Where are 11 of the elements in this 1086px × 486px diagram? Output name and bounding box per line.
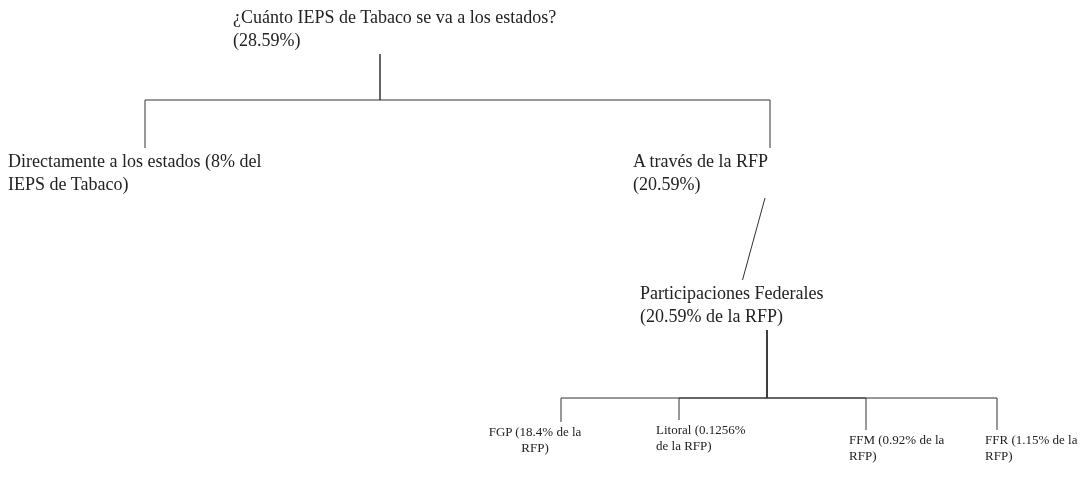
connector-line (766, 329, 998, 431)
node-label: FFM (0.92% de la RFP) (849, 432, 946, 464)
node-label: FGP (18.4% de la RFP) (487, 424, 583, 456)
node-label: Participaciones Federales (20.59% de la RFP) (640, 282, 825, 328)
node-label: FFR (1.15% de la RFP) (985, 432, 1079, 464)
node-label: ¿Cuánto IEPS de Tabaco se va a los estados? (28.59%) (233, 6, 558, 52)
node-label: Directamente a los estados (8% del IEPS de Tabaco) (8, 150, 263, 196)
connector-line (379, 53, 771, 149)
connector-line (742, 197, 766, 281)
node-label: A través de la RFP (20.59%) (633, 150, 769, 196)
node-label: Litoral (0.1256% de la RFP) (656, 422, 747, 454)
